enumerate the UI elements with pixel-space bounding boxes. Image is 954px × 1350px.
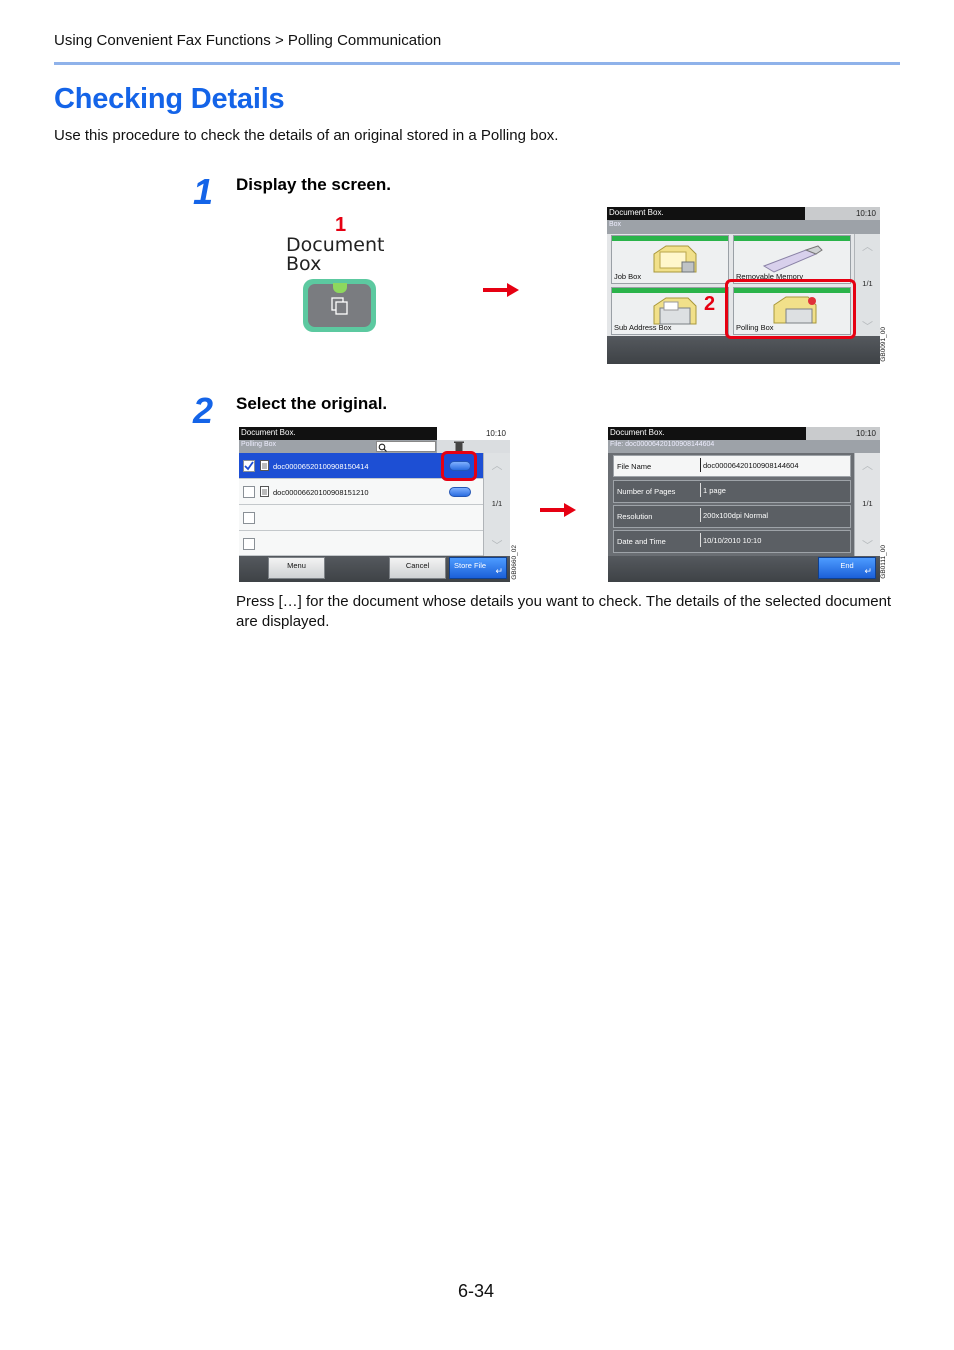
polling-box-highlight (725, 279, 856, 339)
figure-code-gb0111: GB0111_00 (880, 545, 887, 579)
store-file-label: Store File (454, 561, 487, 570)
step-2-description: Press […] for the document whose details… (236, 593, 892, 630)
tile-sub-address-box[interactable]: Sub Address Box (611, 287, 729, 335)
field-number-of-pages: Number of Pages 1 page (613, 480, 851, 503)
polling-icon (773, 296, 817, 324)
end-button[interactable]: End ↵ (818, 557, 876, 579)
box-screen-subtitle: Box (607, 220, 880, 234)
trash-icon[interactable] (453, 440, 465, 452)
scroll-up-icon[interactable]: ︿ (862, 460, 873, 472)
page-title: Checking Details (54, 83, 285, 115)
checkbox-icon[interactable] (243, 512, 255, 524)
search-icon (378, 443, 387, 452)
store-file-button[interactable]: Store File ↵ (449, 557, 507, 579)
tile-polling-box[interactable]: Polling Box (733, 287, 851, 335)
list-row-3[interactable] (239, 505, 483, 531)
document-box-key-label: Document Box (286, 234, 385, 275)
list-screen-title: Document Box. (239, 427, 437, 440)
checkbox-checked-icon[interactable] (243, 460, 255, 472)
fax-icon (653, 297, 697, 325)
key-icon (331, 297, 348, 315)
document-icon (260, 460, 269, 471)
box-screen: 10:10 Document Box. Box Job Box Removabl… (607, 207, 880, 364)
search-input[interactable] (376, 441, 436, 452)
tile-job-box[interactable]: Job Box (611, 235, 729, 284)
field-date-and-time-label: Date and Time (617, 537, 666, 546)
tile-removable-memory[interactable]: Removable Memory (733, 235, 851, 284)
scroll-down-icon[interactable]: ﹀ (491, 540, 503, 552)
tile-polling-box-label: Polling Box (736, 323, 774, 332)
scroll-down-icon[interactable]: ﹀ (862, 540, 873, 552)
intro-text: Use this procedure to check the details … (54, 127, 559, 144)
detail-screen-subtitle: File: doc00006420100908144604 (608, 440, 880, 453)
box-screen-title: Document Box. (607, 207, 805, 220)
header-rule (54, 62, 900, 65)
detail-screen-title: Document Box. (608, 427, 806, 440)
arrow-right-icon (540, 503, 576, 517)
arrow-right-icon (483, 283, 519, 297)
field-resolution: Resolution 200x100dpi Normal (613, 505, 851, 528)
field-date-and-time-value: 10/10/2010 10:10 (700, 533, 761, 547)
document-icon (260, 486, 269, 497)
enter-icon: ↵ (864, 566, 872, 576)
checkbox-icon[interactable] (243, 486, 255, 498)
step-2-title: Select the original. (236, 394, 388, 413)
list-row-2-name: doc00006620100908151210 (273, 488, 369, 497)
checkbox-icon[interactable] (243, 538, 255, 550)
scroll-up-icon[interactable]: ︿ (491, 460, 503, 472)
details-button-row-1[interactable] (449, 461, 471, 471)
details-button-row-2[interactable] (449, 487, 471, 497)
field-file-name: File Name doc00006420100908144604 (613, 455, 851, 477)
field-number-of-pages-value: 1 page (700, 483, 726, 497)
detail-screen: 10:10 Document Box. File: doc00006420100… (608, 427, 880, 582)
box-screen-scrollbar[interactable]: ︿ 1/1 ﹀ (854, 234, 880, 336)
tile-job-box-label: Job Box (614, 272, 642, 281)
field-resolution-label: Resolution (617, 512, 653, 521)
tile-removable-memory-label: Removable Memory (736, 272, 804, 281)
details-button-highlight (441, 451, 477, 481)
field-file-name-label: File Name (617, 462, 652, 471)
field-number-of-pages-label: Number of Pages (617, 487, 676, 496)
field-date-and-time: Date and Time 10/10/2010 10:10 (613, 530, 851, 553)
enter-icon: ↵ (495, 566, 503, 576)
detail-scrollbar[interactable]: ︿ 1/1 ﹀ (854, 453, 880, 556)
menu-button[interactable]: Menu (268, 557, 325, 579)
list-row-2[interactable]: doc00006620100908151210 (239, 479, 483, 505)
end-button-label: End (840, 561, 854, 570)
box-screen-page: 1/1 (862, 279, 873, 288)
list-screen-page: 1/1 (491, 499, 503, 508)
detail-screen-page: 1/1 (862, 499, 873, 508)
polling-list-screen: 10:10 Document Box. Polling Box doc00006… (239, 427, 510, 582)
field-resolution-value: 200x100dpi Normal (700, 508, 768, 522)
figure-code-gb0091: GB0091_00 (880, 327, 887, 362)
step-1-number: 1 (193, 171, 214, 212)
figure-code-gb0660: GB0660_02 (511, 545, 518, 580)
key-led-icon (333, 283, 347, 293)
callout-1: 1 (335, 214, 347, 236)
usb-icon (762, 245, 823, 273)
folder-icon (653, 245, 697, 273)
callout-2: 2 (704, 293, 716, 315)
step-1-title: Display the screen. (236, 175, 391, 194)
list-row-1-name: doc00006520100908150414 (273, 462, 369, 471)
tile-sub-address-box-label: Sub Address Box (614, 323, 672, 332)
scroll-up-icon[interactable]: ︿ (862, 241, 873, 253)
scroll-down-icon[interactable]: ﹀ (862, 321, 873, 333)
breadcrumb: Using Convenient Fax Functions > Polling… (54, 32, 442, 49)
step-2-number: 2 (193, 390, 214, 431)
page-number: 6-34 (458, 1281, 495, 1301)
list-row-4[interactable] (239, 531, 483, 556)
list-scrollbar[interactable]: ︿ 1/1 ﹀ (483, 453, 510, 556)
field-file-name-value: doc00006420100908144604 (700, 458, 799, 472)
cancel-button[interactable]: Cancel (389, 557, 446, 579)
